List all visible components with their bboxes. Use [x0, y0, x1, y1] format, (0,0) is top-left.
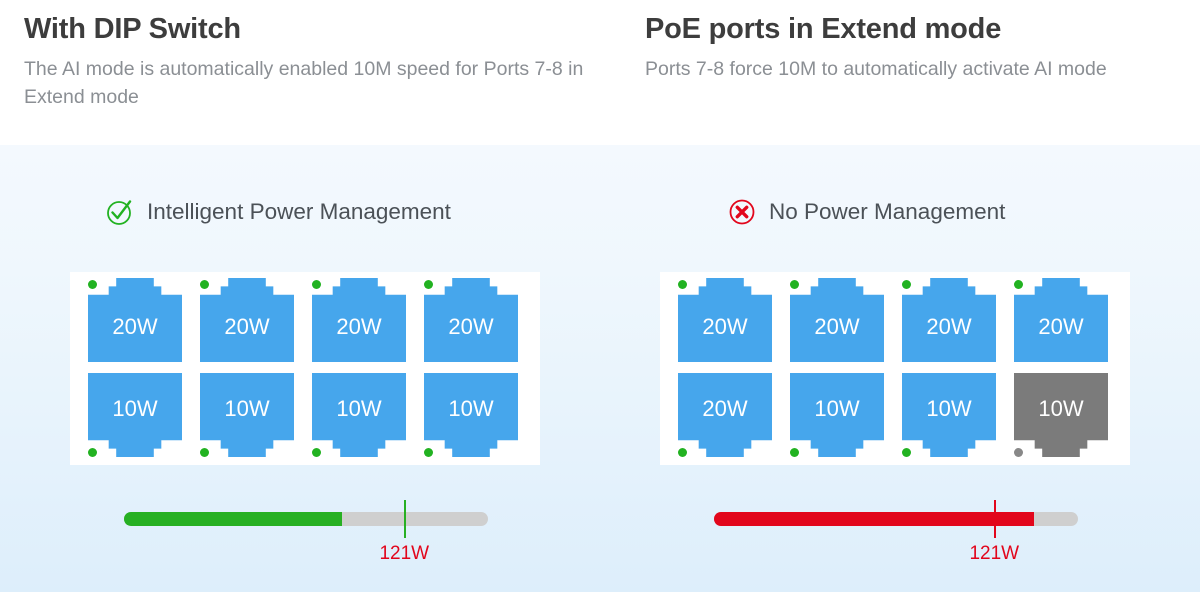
- gauge-threshold-label: 121W: [379, 543, 430, 564]
- port-cell[interactable]: 20W: [1014, 272, 1126, 368]
- rj45-jack-icon: 20W: [200, 278, 294, 362]
- port-power-label: 10W: [814, 396, 860, 421]
- port-power-label: 20W: [702, 314, 748, 339]
- port-cell[interactable]: 10W: [902, 369, 1014, 465]
- port-power-label: 10W: [336, 396, 382, 421]
- panel-no-power-management: No Power Management 20W: [600, 145, 1200, 592]
- port-power-label: 10W: [1038, 396, 1084, 421]
- port-cell[interactable]: 20W: [902, 272, 1014, 368]
- rj45-jack-icon: 20W: [424, 278, 518, 362]
- power-gauge-left: 121W: [124, 500, 488, 563]
- header-title-right: PoE ports in Extend mode: [645, 13, 1002, 45]
- ports-row-bottom-right: 20W 10W: [660, 369, 1130, 465]
- rj45-jack-icon: 10W: [790, 373, 884, 457]
- port-led-icon: [790, 448, 799, 457]
- port-cell[interactable]: 20W: [678, 369, 790, 465]
- port-cell[interactable]: 20W: [312, 272, 424, 368]
- rj45-jack-icon: 20W: [790, 278, 884, 362]
- header-column-left: With DIP Switch The AI mode is automatic…: [0, 0, 600, 145]
- panel-intelligent-power-management: Intelligent Power Management 20W: [0, 145, 600, 592]
- ports-card-right: 20W 20W: [660, 272, 1130, 465]
- rj45-jack-icon: 20W: [902, 278, 996, 362]
- header-band: With DIP Switch The AI mode is automatic…: [0, 0, 1200, 145]
- port-led-icon: [312, 448, 321, 457]
- gauge-threshold-tick: [404, 500, 407, 538]
- port-cell[interactable]: 20W: [790, 272, 902, 368]
- port-led-icon: [312, 280, 321, 289]
- ports-card-left: 20W 20W: [70, 272, 540, 465]
- port-power-label: 20W: [224, 314, 270, 339]
- port-cell[interactable]: 10W: [790, 369, 902, 465]
- port-led-icon: [424, 280, 433, 289]
- port-led-icon: [88, 448, 97, 457]
- port-cell-disabled[interactable]: 10W: [1014, 369, 1126, 465]
- port-power-label: 10W: [448, 396, 494, 421]
- rj45-jack-icon: 20W: [88, 278, 182, 362]
- port-power-label: 10W: [926, 396, 972, 421]
- panels-container: Intelligent Power Management 20W: [0, 145, 1200, 592]
- port-led-icon: [200, 448, 209, 457]
- port-led-icon: [678, 280, 687, 289]
- port-led-icon: [88, 280, 97, 289]
- port-led-icon: [1014, 448, 1023, 457]
- port-power-label: 20W: [702, 396, 748, 421]
- ports-row-top-right: 20W 20W: [660, 272, 1130, 368]
- header-subtitle-left: The AI mode is automatically enabled 10M…: [24, 58, 584, 108]
- ports-row-top-left: 20W 20W: [70, 272, 540, 368]
- rj45-jack-icon: 20W: [678, 278, 772, 362]
- port-led-icon: [424, 448, 433, 457]
- header-subtitle-right: Ports 7-8 force 10M to automatically act…: [645, 58, 1107, 81]
- port-cell[interactable]: 20W: [678, 272, 790, 368]
- gauge-fill: [714, 512, 1035, 526]
- main-band: Intelligent Power Management 20W: [0, 145, 1200, 592]
- check-circle-icon: [106, 198, 134, 226]
- port-led-icon: [790, 280, 799, 289]
- port-led-icon: [200, 280, 209, 289]
- rj45-jack-icon: 10W: [88, 373, 182, 457]
- port-cell[interactable]: 20W: [88, 272, 200, 368]
- gauge-threshold-label: 121W: [969, 543, 1020, 564]
- rj45-jack-icon: 20W: [1014, 278, 1108, 362]
- port-led-icon: [902, 448, 911, 457]
- port-power-label: 20W: [814, 314, 860, 339]
- port-led-icon: [1014, 280, 1023, 289]
- port-cell[interactable]: 10W: [200, 369, 312, 465]
- port-power-label: 10W: [224, 396, 270, 421]
- status-label-left: Intelligent Power Management: [147, 198, 451, 224]
- status-label-right: No Power Management: [769, 198, 1006, 224]
- port-power-label: 20W: [336, 314, 382, 339]
- rj45-jack-icon: 10W: [424, 373, 518, 457]
- port-cell[interactable]: 10W: [88, 369, 200, 465]
- power-gauge-right: 121W: [714, 500, 1078, 563]
- port-cell[interactable]: 10W: [312, 369, 424, 465]
- gauge-threshold-tick: [994, 500, 997, 538]
- rj45-jack-icon: 10W: [312, 373, 406, 457]
- ports-grid-left: 20W 20W: [70, 272, 540, 465]
- gauge-fill: [124, 512, 343, 526]
- port-power-label: 10W: [112, 396, 158, 421]
- port-led-icon: [678, 448, 687, 457]
- header-title-left: With DIP Switch: [24, 13, 241, 45]
- port-power-label: 20W: [1038, 314, 1084, 339]
- port-power-label: 20W: [448, 314, 494, 339]
- port-cell[interactable]: 20W: [200, 272, 312, 368]
- rj45-jack-icon: 20W: [678, 373, 772, 457]
- rj45-jack-icon: 10W: [902, 373, 996, 457]
- footer-band: [0, 592, 1200, 615]
- ports-row-bottom-left: 10W 10W: [70, 369, 540, 465]
- rj45-jack-icon: 10W: [1014, 373, 1108, 457]
- port-power-label: 20W: [112, 314, 158, 339]
- status-row-left: Intelligent Power Management: [106, 198, 451, 226]
- port-cell[interactable]: 10W: [424, 369, 536, 465]
- port-led-icon: [902, 280, 911, 289]
- header-column-right: PoE ports in Extend mode Ports 7-8 force…: [600, 0, 1200, 145]
- rj45-jack-icon: 10W: [200, 373, 294, 457]
- rj45-jack-icon: 20W: [312, 278, 406, 362]
- port-power-label: 20W: [926, 314, 972, 339]
- x-circle-icon: [728, 198, 756, 226]
- port-cell[interactable]: 20W: [424, 272, 536, 368]
- status-row-right: No Power Management: [728, 198, 1005, 226]
- ports-grid-right: 20W 20W: [660, 272, 1130, 465]
